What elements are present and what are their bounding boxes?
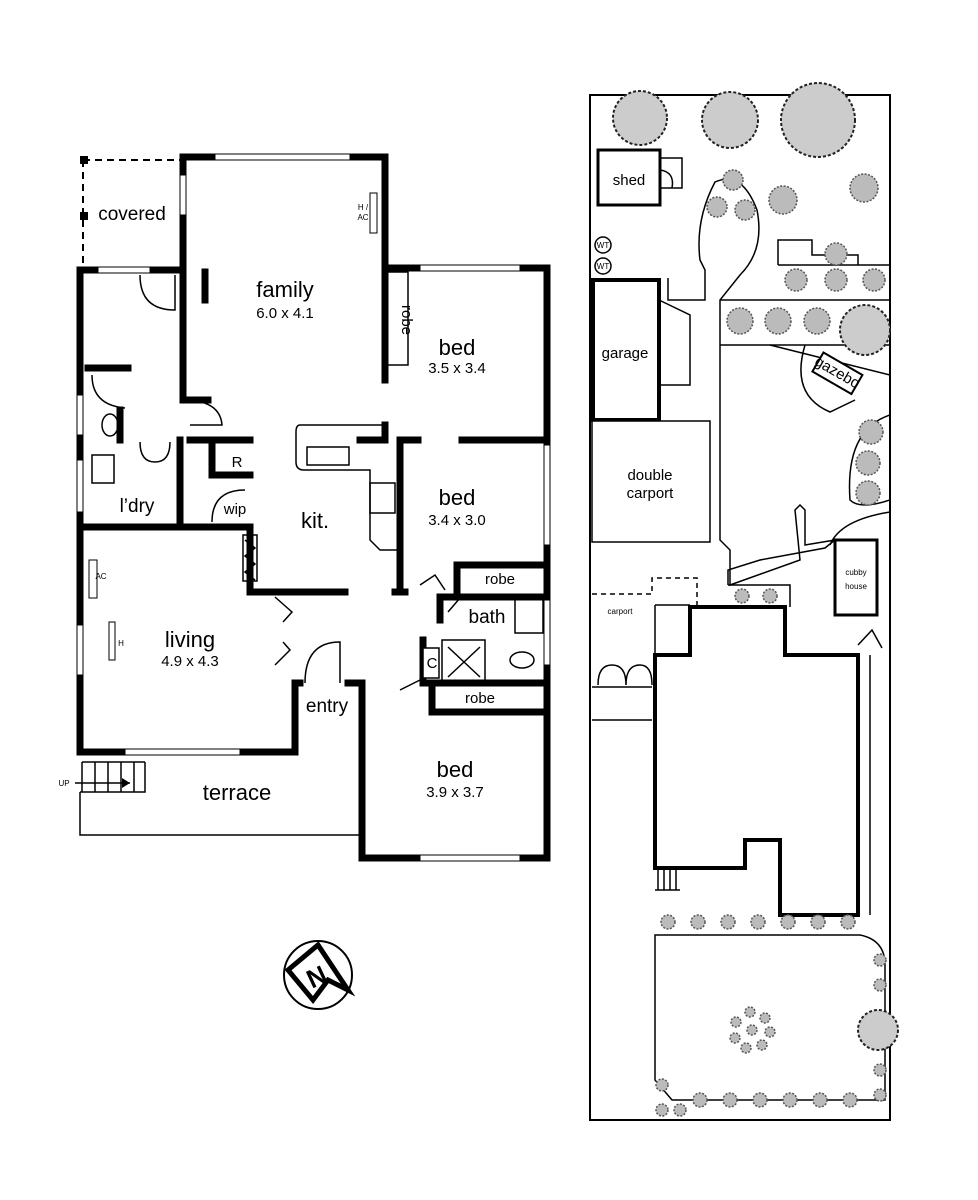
room-label-wip: wip [223,501,247,518]
room-label-fridge: R [232,454,243,471]
water-tank-label: WT [597,262,610,271]
hac-label-top: H / [358,203,369,212]
room-label-bed-3: bed [437,757,474,782]
shed-label: shed [613,172,646,189]
room-label-entry: entry [306,696,349,717]
stairs-up-label: UP [58,779,69,788]
room-size-living: 4.9 x 4.3 [161,653,219,670]
site-plan: shed WT WT gazebo garage double carport … [589,82,899,1121]
room-label-covered: covered [98,204,166,225]
room-size-bed-3: 3.9 x 3.7 [426,784,484,801]
tree-icon [612,82,899,1051]
room-size-family: 6.0 x 4.1 [256,305,314,322]
room-label-kitchen: kit. [301,508,329,533]
room-label-robe-1: robe [398,305,415,335]
room-label-family: family [256,277,313,302]
hac-label-bottom: AC [357,213,368,222]
room-label-bath: bath [469,607,506,628]
double-carport-label-line1: double [627,467,672,484]
cubby-house-label-line1: cubby [845,568,866,577]
ac-label: AC [95,572,106,581]
water-tank-label: WT [597,241,610,250]
double-carport-label-line2: carport [627,485,675,502]
room-label-robe-3: robe [465,690,495,707]
garage-label: garage [602,345,649,362]
room-size-bed-1: 3.5 x 3.4 [428,360,486,377]
shrub-icon [655,169,887,1117]
room-label-living: living [165,627,215,652]
room-label-bed-2: bed [439,485,476,510]
north-compass-icon: N [283,940,356,1010]
cubby-house-label-line2: house [845,582,867,591]
heater-label: H [118,639,124,648]
room-size-bed-2: 3.4 x 3.0 [428,512,486,529]
carport-label: carport [608,607,634,616]
room-label-terrace: terrace [203,780,271,805]
room-label-cupboard: C [427,655,438,672]
room-label-bed-1: bed [439,335,476,360]
room-label-robe-2: robe [485,571,515,588]
house-floor-plan: covered family 6.0 x 4.1 robe bed 3.5 x … [58,153,551,862]
room-label-laundry: l’dry [120,496,155,517]
